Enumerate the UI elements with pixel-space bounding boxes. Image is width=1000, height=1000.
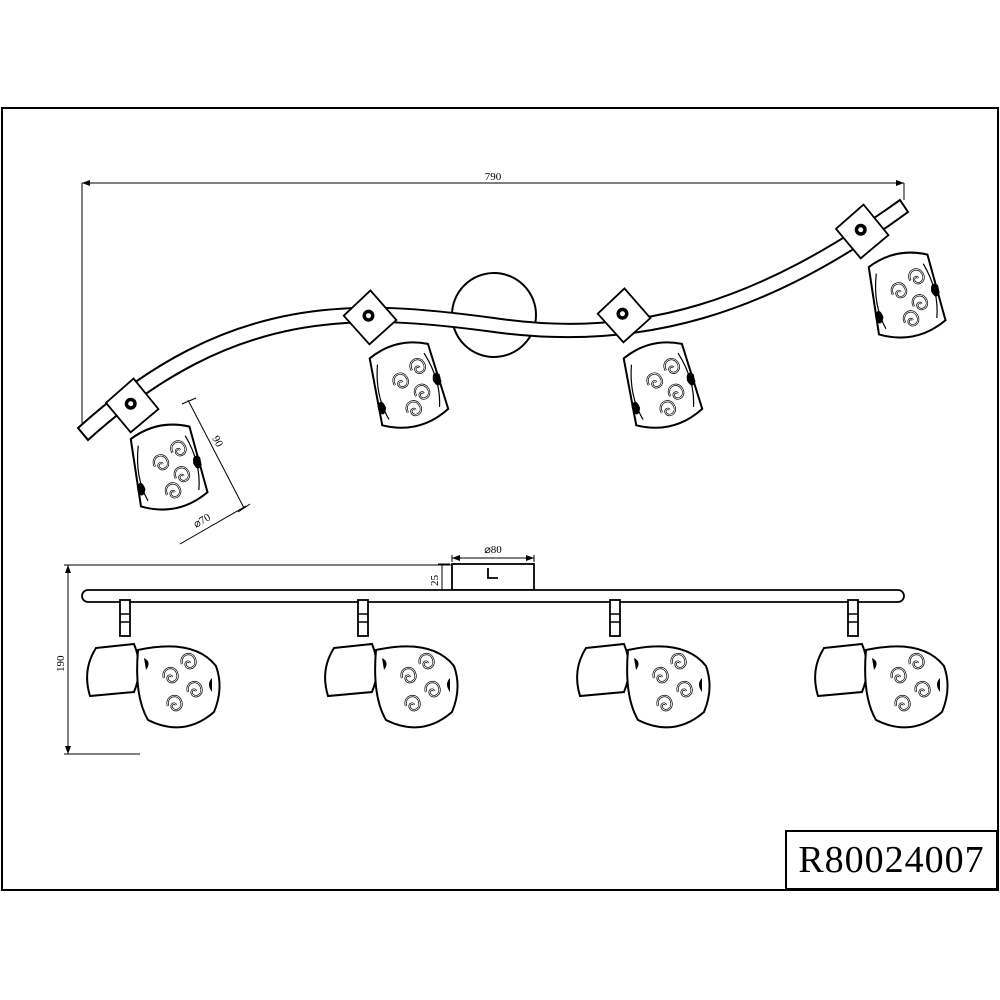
front-spot-2 — [325, 600, 457, 727]
front-spot-3 — [577, 600, 709, 727]
curved-bar — [76, 198, 910, 442]
drawing-frame — [1, 107, 999, 891]
front-view: ⌀80 25 190 — [55, 544, 948, 755]
top-view: 790 90 ⌀70 — [76, 171, 947, 545]
canopy-diameter-label: ⌀80 — [484, 544, 502, 556]
shade-length-label: 90 — [209, 434, 225, 450]
top-spot-3 — [618, 336, 704, 434]
total-width-label: 790 — [485, 171, 502, 183]
canopy-front — [451, 563, 535, 591]
front-spot-1 — [87, 600, 219, 727]
top-spot-2 — [364, 336, 450, 434]
product-code-box: R80024007 — [785, 830, 998, 890]
shade-diameter-dimension — [179, 505, 247, 545]
top-arm-2 — [338, 285, 402, 350]
shade-length-dimension — [187, 399, 245, 509]
top-spot-1 — [125, 419, 209, 515]
straight-bar — [81, 589, 905, 603]
shade-diameter-label: ⌀70 — [192, 511, 214, 530]
top-spot-4 — [863, 247, 947, 343]
product-code: R80024007 — [798, 839, 985, 881]
total-height-label: 190 — [55, 655, 67, 672]
top-arm-3 — [592, 283, 656, 348]
canopy-height-label: 25 — [429, 575, 441, 587]
front-spot-4 — [815, 600, 947, 727]
